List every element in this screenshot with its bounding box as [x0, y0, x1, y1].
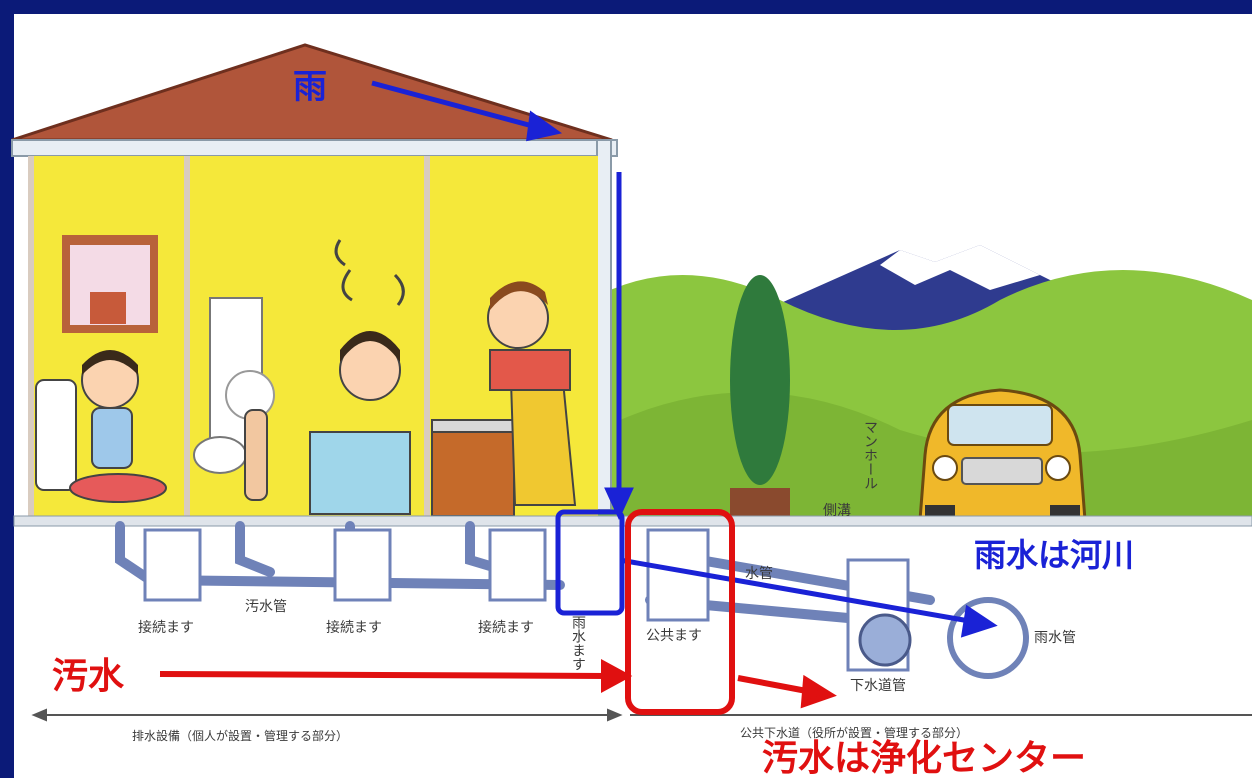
gutter	[11, 139, 618, 157]
rainwater-pipe-label: 雨水管	[1034, 630, 1076, 646]
toilet-scene	[35, 350, 167, 503]
manhole-label: マンホール	[862, 420, 878, 490]
connect-box-1	[143, 528, 202, 602]
connect-box-2-label: 接続ます	[326, 619, 382, 636]
rainwater-to-river-label: 雨水は河川	[974, 536, 1134, 574]
rainwater-pipe-partial-label: 水管	[745, 566, 773, 582]
wall-divider-1	[184, 156, 190, 520]
sewer-pipe-section	[858, 613, 912, 667]
rainwater-pipe-section	[947, 597, 1029, 679]
window	[62, 235, 158, 333]
rain-label: 雨	[293, 67, 327, 107]
connect-box-3	[488, 528, 547, 602]
public-section-label: 公共下水道（役所が設置・管理する部分）	[740, 725, 968, 740]
public-box-highlight	[625, 509, 735, 715]
mountain-snow	[880, 245, 1040, 290]
downspout	[596, 139, 612, 511]
private-section-label: 排水設備（個人が設置・管理する部分）	[132, 728, 348, 743]
sewage-to-center-label: 汚水は浄化センター	[762, 738, 1086, 778]
kitchen-scene	[431, 281, 577, 517]
bath-scene	[193, 239, 411, 515]
landscape	[590, 245, 1252, 525]
sewer-pipe-label: 下水道管	[850, 678, 906, 694]
connect-box-1-label: 接続ます	[138, 619, 194, 636]
rain-path	[371, 80, 998, 638]
sewage-path	[159, 658, 837, 709]
tree-foliage	[730, 275, 790, 485]
section-brackets	[31, 708, 1252, 722]
tree	[730, 275, 790, 516]
side-ditch-label: 側溝	[823, 503, 851, 519]
rainwater-box-highlight	[555, 509, 625, 616]
tree-planter	[730, 488, 790, 516]
wall-divider-2	[424, 156, 430, 520]
sewage-pipe-label: 汚水管	[245, 599, 287, 615]
connect-box-2	[333, 528, 392, 602]
car	[918, 388, 1087, 525]
sewage-label: 汚水	[52, 656, 125, 697]
public-box-label: 公共ます	[646, 628, 702, 644]
connect-box-3-label: 接続ます	[478, 619, 534, 636]
rainwater-box-label: 雨水ます	[570, 615, 586, 671]
